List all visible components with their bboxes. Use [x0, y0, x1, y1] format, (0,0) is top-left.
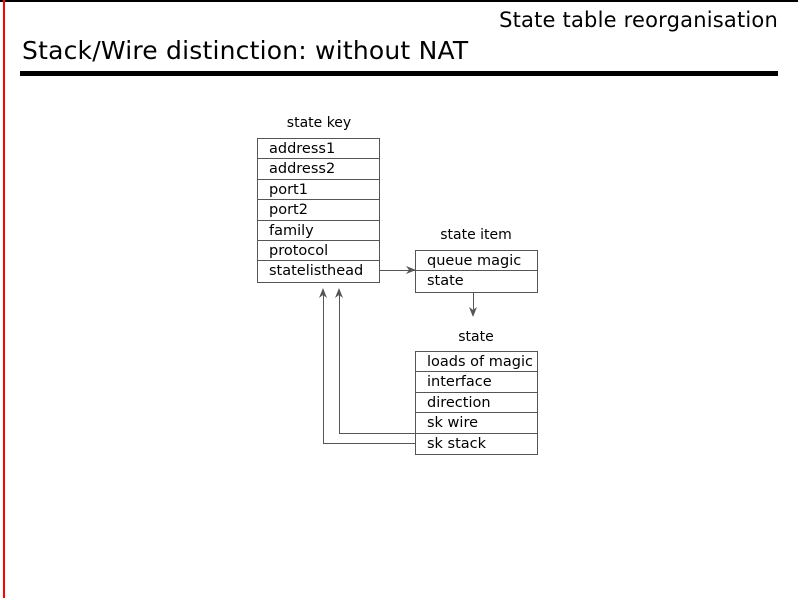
struct-label-state: state: [458, 329, 494, 345]
struct-field-loads-of-magic: loads of magic: [416, 352, 537, 373]
struct-label-state-item: state item: [440, 227, 512, 243]
page-title: Stack/Wire distinction: without NAT: [22, 36, 469, 65]
slide-left-margin-line: [3, 0, 5, 598]
connector-skstack-vertical: [323, 292, 324, 443]
struct-field-direction: direction: [416, 393, 537, 414]
connector-skwire-horizontal: [339, 433, 416, 434]
title-underline-rule: [20, 71, 778, 76]
slide-top-border: [0, 0, 798, 2]
struct-field-sk-wire: sk wire: [416, 413, 537, 434]
deck-title: State table reorganisation: [499, 8, 778, 32]
connector-stateitem-vertical: [473, 291, 474, 315]
struct-field-address1: address1: [258, 139, 379, 160]
struct-field-address2: address2: [258, 159, 379, 180]
connector-skstack-horizontal: [323, 443, 416, 444]
struct-table-state: loads of magic interface direction sk wi…: [415, 351, 538, 455]
struct-field-state: state: [427, 273, 464, 290]
struct-field-port2: port2: [258, 200, 379, 221]
struct-label-state-key: state key: [286, 115, 352, 131]
struct-table-state-key: address1 address2 port1 port2 family pro…: [257, 138, 380, 283]
struct-field-port1: port1: [258, 180, 379, 201]
struct-field-queue-magic: queue magic: [416, 251, 537, 272]
struct-field-protocol: protocol: [258, 241, 379, 262]
struct-field-interface: interface: [416, 372, 537, 393]
struct-field-family: family: [258, 221, 379, 241]
struct-table-state-item: queue magic state: [415, 250, 538, 293]
connector-statelisthead-horizontal: [380, 270, 416, 271]
struct-field-sk-stack: sk stack: [427, 435, 487, 452]
struct-field-statelisthead: statelisthead: [269, 263, 364, 280]
connector-skwire-vertical: [339, 292, 340, 433]
